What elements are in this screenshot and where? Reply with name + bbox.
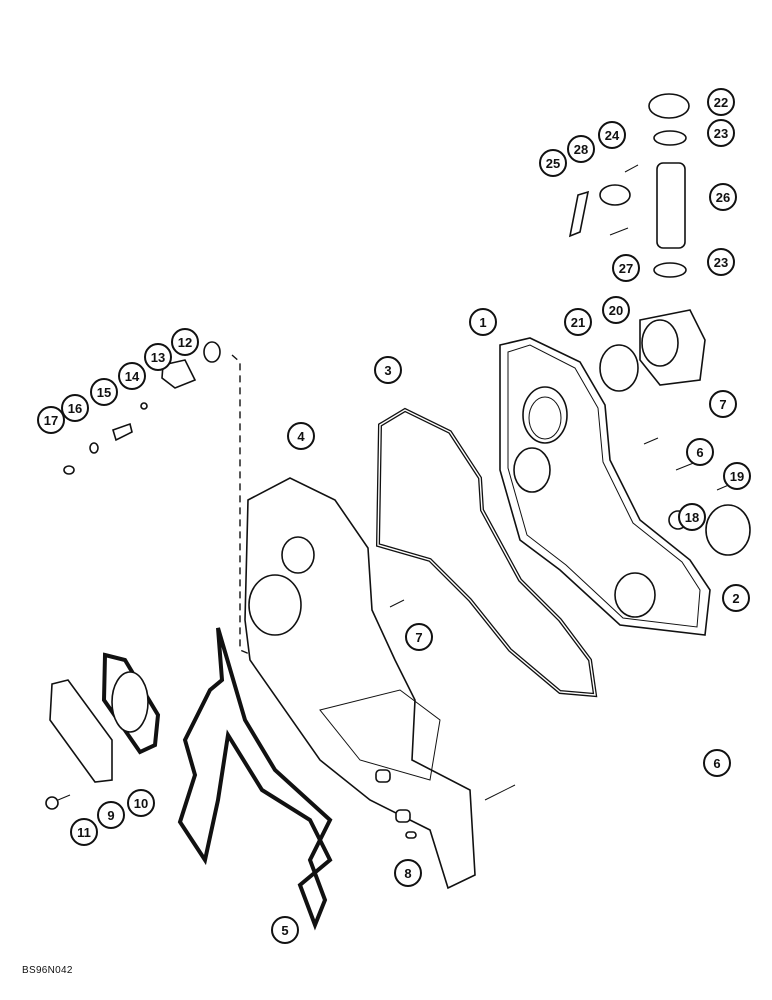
- callout-7: 7: [709, 390, 737, 418]
- callout-18: 18: [678, 503, 706, 531]
- gasket-part-3: [375, 407, 598, 698]
- callout-13: 13: [144, 343, 172, 371]
- seal-part-2: [705, 504, 751, 556]
- callout-5: 5: [271, 916, 299, 944]
- callout-8: 8: [394, 859, 422, 887]
- bolt-part-7-lower: [389, 599, 405, 608]
- washer-part-23-lower: [653, 262, 687, 278]
- callout-12: 12: [171, 328, 199, 356]
- washer-part-23-upper: [653, 130, 687, 146]
- callout-16: 16: [61, 394, 89, 422]
- callout-23: 23: [707, 248, 735, 276]
- callout-6: 6: [686, 438, 714, 466]
- callout-4: 4: [287, 422, 315, 450]
- callout-25: 25: [539, 149, 567, 177]
- front-cover-part-1: [499, 337, 711, 636]
- bolt-part-11: [45, 794, 71, 810]
- callout-28: 28: [567, 135, 595, 163]
- callout-11: 11: [70, 818, 98, 846]
- callout-22: 22: [707, 88, 735, 116]
- callout-1: 1: [469, 308, 497, 336]
- seal-part-21: [599, 344, 639, 392]
- callout-10: 10: [127, 789, 155, 817]
- callout-17: 17: [37, 406, 65, 434]
- dowel-part-8: [405, 831, 417, 839]
- callout-2: 2: [722, 584, 750, 612]
- bolt-part-24: [624, 164, 639, 173]
- bolt-part-6-lower: [484, 784, 516, 801]
- callout-26: 26: [709, 183, 737, 211]
- gear-housing-part-4: [244, 477, 476, 890]
- gasket-part-5: [177, 627, 333, 931]
- callout-3: 3: [374, 356, 402, 384]
- callout-6: 6: [703, 749, 731, 777]
- callout-20: 20: [602, 296, 630, 324]
- cover-plate-part-9: [49, 679, 113, 783]
- reference-code: BS96N042: [22, 965, 73, 976]
- callout-19: 19: [723, 462, 751, 490]
- housing-part-20: [639, 309, 706, 386]
- callout-24: 24: [598, 121, 626, 149]
- bracket-part-25: [568, 190, 590, 238]
- callout-9: 9: [97, 801, 125, 829]
- callout-7: 7: [405, 623, 433, 651]
- bolt-part-27: [609, 227, 629, 236]
- callout-21: 21: [564, 308, 592, 336]
- cap-part-22: [648, 93, 690, 119]
- small-parts-12-17: [63, 341, 221, 475]
- tube-part-26: [656, 162, 686, 249]
- alignment-dashed-line: [231, 354, 253, 656]
- callout-23: 23: [707, 119, 735, 147]
- clamp-part-28: [599, 184, 631, 206]
- callout-14: 14: [118, 362, 146, 390]
- callout-27: 27: [612, 254, 640, 282]
- bolt-part-7-upper: [643, 437, 659, 445]
- plate-gasket-part-10: [101, 652, 161, 755]
- callout-15: 15: [90, 378, 118, 406]
